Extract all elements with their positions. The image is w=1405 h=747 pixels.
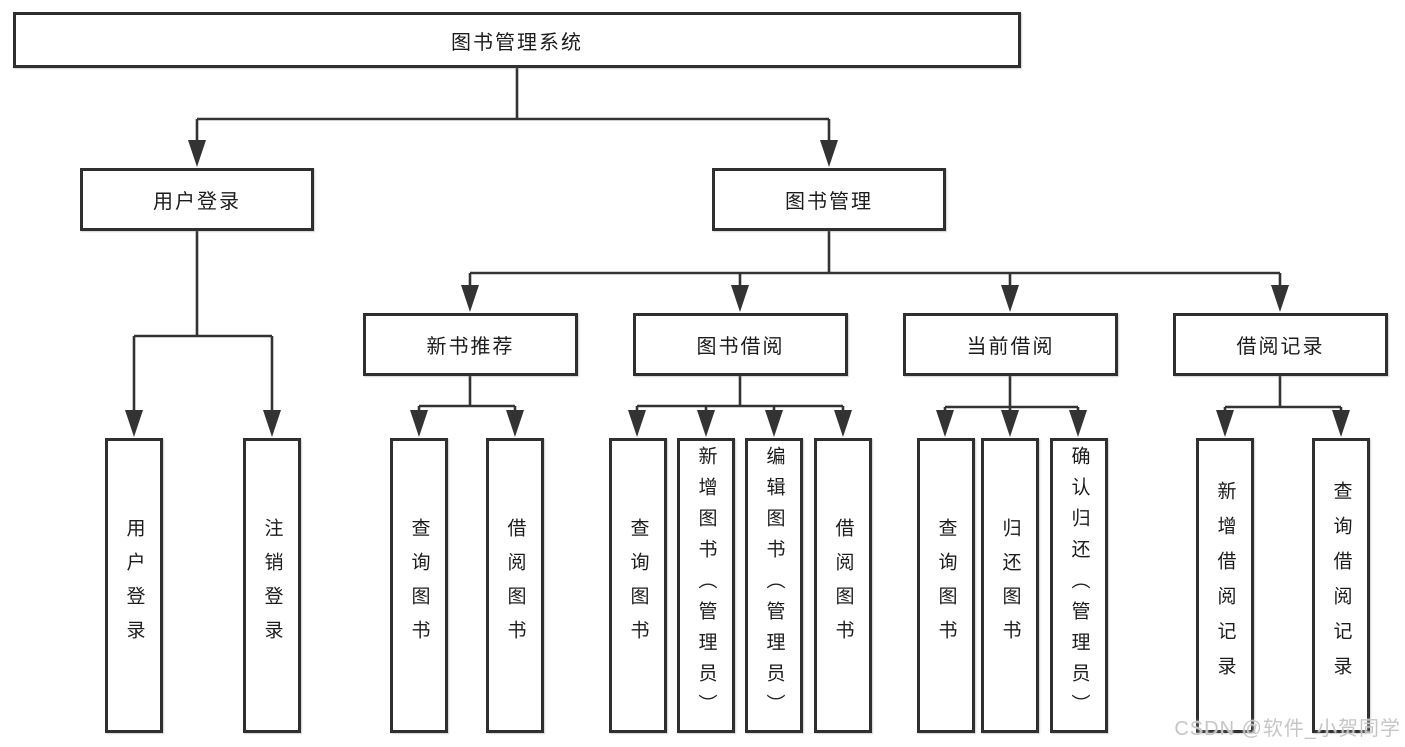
leaf-add-books-admin: 新增图书（管理员） bbox=[677, 438, 735, 733]
leaf-return-books: 归还图书 bbox=[981, 438, 1039, 733]
node-label: 当前借阅 bbox=[966, 336, 1055, 358]
leaf-query-books: 查询图书 bbox=[609, 438, 667, 733]
node-label: 图书管理 bbox=[785, 191, 873, 213]
leaf-edit-books-admin: 编辑图书（管理员） bbox=[745, 438, 803, 733]
node-borrowing-records: 借阅记录 bbox=[1173, 313, 1388, 376]
leaf-borrow-books: 借阅图书 bbox=[486, 438, 544, 733]
leaf-user-login: 用户登录 bbox=[105, 438, 163, 733]
csdn-watermark: CSDN @软件_小贺同学 bbox=[1174, 718, 1401, 740]
leaf-query-books: 查询图书 bbox=[390, 438, 448, 733]
node-label: 新书推荐 bbox=[426, 336, 515, 358]
leaf-confirm-return-admin: 确认归还（管理员） bbox=[1050, 438, 1108, 733]
node-label: 图书管理系统 bbox=[451, 31, 583, 54]
node-book-management: 图书管理 bbox=[712, 168, 946, 231]
node-label: 图书借阅 bbox=[696, 336, 785, 358]
leaf-query-books: 查询图书 bbox=[917, 438, 975, 733]
leaf-logout: 注销登录 bbox=[243, 438, 301, 733]
node-label: 用户登录 bbox=[153, 191, 241, 213]
node-book-borrowing: 图书借阅 bbox=[633, 313, 848, 376]
node-user-login: 用户登录 bbox=[80, 168, 314, 231]
node-new-book-recommendation: 新书推荐 bbox=[363, 313, 578, 376]
node-library-management-system: 图书管理系统 bbox=[13, 12, 1021, 68]
leaf-query-borrow-record: 查询借阅记录 bbox=[1312, 438, 1370, 733]
leaf-add-borrow-record: 新增借阅记录 bbox=[1196, 438, 1254, 733]
node-label: 借阅记录 bbox=[1236, 336, 1325, 358]
node-current-borrowing: 当前借阅 bbox=[903, 313, 1118, 376]
leaf-borrow-books: 借阅图书 bbox=[814, 438, 872, 733]
